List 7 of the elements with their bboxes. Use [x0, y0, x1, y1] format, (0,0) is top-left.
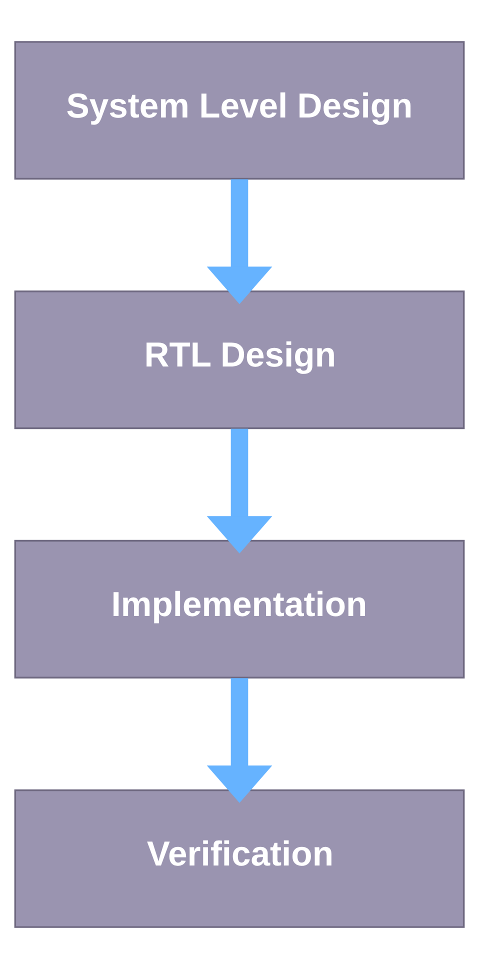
- node-box: Verification: [14, 788, 465, 928]
- node-box: Implementation: [14, 539, 465, 678]
- node-box: RTL Design: [14, 290, 465, 429]
- arrow: [206, 178, 272, 304]
- arrow: [206, 678, 272, 802]
- node-box: System Level Design: [14, 40, 465, 180]
- arrow: [206, 428, 272, 553]
